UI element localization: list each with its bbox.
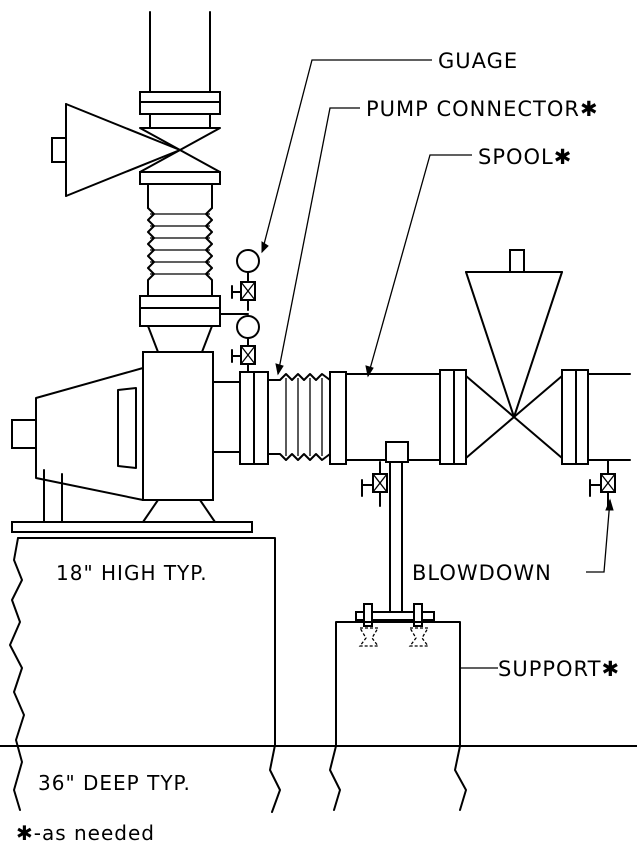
pipe-support [355,461,435,647]
leader-lines [261,59,614,669]
horizontal-valve [465,249,631,465]
label-pump-connector: PUMP CONNECTOR✱ [366,97,599,121]
label-guage: GUAGE [438,49,518,73]
gauge-upper [219,249,260,315]
label-foundation-height: 18" HIGH TYP. [56,561,208,585]
vertical-pump-connector [139,183,221,353]
vertical-discharge-pipe [139,11,221,129]
horizontal-pump-connector [212,371,331,465]
spool [329,369,467,465]
blowdown-valve-left [361,461,388,507]
gauge-lower [231,315,260,373]
label-support: SUPPORT✱ [498,657,620,681]
vertical-valve [51,103,221,197]
label-blowdown: BLOWDOWN [412,561,552,585]
label-footnote: ✱-as needed [16,821,155,845]
pump-foundation [9,537,281,813]
blowdown-valve-right [589,459,616,507]
support-foundation [329,621,467,811]
label-spool: SPOOL✱ [478,145,572,169]
pump [11,351,253,533]
label-foundation-depth: 36" DEEP TYP. [38,771,191,795]
